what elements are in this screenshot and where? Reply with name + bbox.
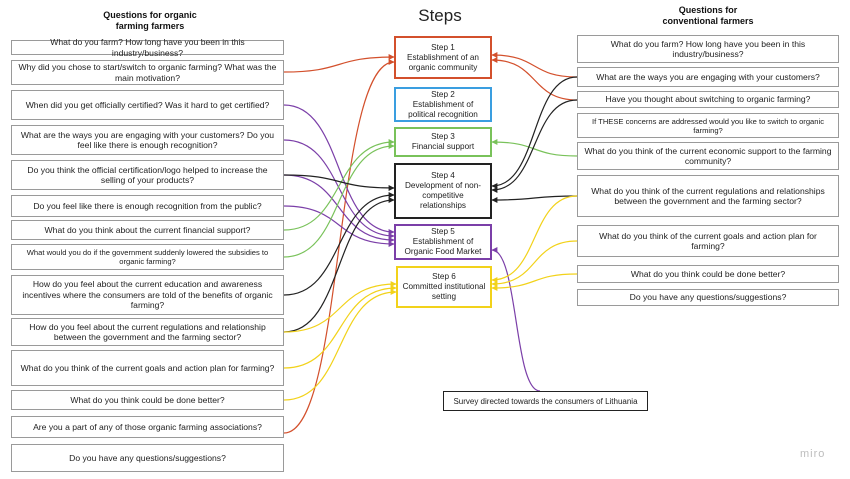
- right-question-5[interactable]: What do you think of the current economi…: [577, 142, 839, 170]
- left-question-5[interactable]: Do you think the official certification/…: [11, 160, 284, 190]
- steps-title: Steps: [418, 6, 462, 25]
- step-6-box[interactable]: Step 6 Committed institutional setting: [396, 266, 492, 308]
- connector-yellow-19: [283, 285, 397, 369]
- left-question-3[interactable]: When did you get officially certified? W…: [11, 90, 284, 120]
- left-question-8[interactable]: What would you do if the government sudd…: [11, 244, 284, 270]
- connector-black-17: [491, 195, 578, 203]
- connector-yellow-20: [283, 289, 397, 401]
- connector-purple-6: [283, 174, 395, 243]
- connector-red-2: [491, 52, 578, 78]
- miro-logo: miro: [800, 448, 826, 460]
- connector-yellow-18: [283, 281, 397, 333]
- connector-red-0: [283, 54, 395, 73]
- right-question-1[interactable]: What do you farm? How long have you been…: [577, 35, 839, 63]
- left-question-2[interactable]: Why did you chose to start/switch to org…: [11, 60, 284, 85]
- right-question-3[interactable]: Have you thought about switching to orga…: [577, 91, 839, 108]
- connector-black-15: [491, 76, 578, 189]
- right-question-4[interactable]: If THESE concerns are addressed would yo…: [577, 113, 839, 138]
- survey-box[interactable]: Survey directed towards the consumers of…: [443, 391, 648, 411]
- connector-black-14: [283, 197, 395, 333]
- connector-green-9: [283, 139, 395, 231]
- connector-purple-4: [283, 104, 395, 235]
- step-1-box[interactable]: Step 1 Establishment of an organic commu…: [394, 36, 492, 79]
- left-question-12[interactable]: What do you think could be done better?: [11, 390, 284, 410]
- right-question-6[interactable]: What do you think of the current regulat…: [577, 175, 839, 217]
- connector-purple-5: [283, 139, 395, 239]
- connector-black-12: [283, 174, 395, 191]
- connector-yellow-21: [491, 195, 578, 283]
- right-question-7[interactable]: What do you think of the current goals a…: [577, 225, 839, 257]
- connector-black-13: [283, 192, 395, 296]
- connector-black-16: [491, 99, 578, 193]
- left-question-6[interactable]: Do you feel like there is enough recogni…: [11, 195, 284, 217]
- step-2-box[interactable]: Step 2 Establishment of political recogn…: [394, 87, 492, 122]
- connector-green-10: [283, 143, 395, 258]
- connector-green-11: [491, 139, 578, 157]
- left-question-1[interactable]: What do you farm? How long have you been…: [11, 37, 284, 58]
- right-heading: Questions for conventional farmers: [662, 5, 754, 26]
- connector-yellow-22: [491, 240, 578, 287]
- left-question-13[interactable]: Are you a part of any of those organic f…: [11, 416, 284, 438]
- step-5-box[interactable]: Step 5 Establishment of Organic Food Mar…: [394, 224, 492, 260]
- connector-purple-7: [283, 205, 395, 247]
- left-question-9[interactable]: How do you feel about the current educat…: [11, 275, 284, 315]
- step-4-box[interactable]: Step 4 Development of non- competitive r…: [394, 163, 492, 219]
- right-question-8[interactable]: What do you think could be done better?: [577, 265, 839, 283]
- left-question-7[interactable]: What do you think about the current fina…: [11, 220, 284, 240]
- connector-red-1: [283, 59, 395, 434]
- left-question-14[interactable]: Do you have any questions/suggestions?: [11, 444, 284, 472]
- left-question-11[interactable]: What do you think of the current goals a…: [11, 350, 284, 386]
- connector-purple-8: [491, 247, 541, 392]
- connector-red-3: [491, 57, 578, 101]
- connector-yellow-23: [491, 273, 578, 291]
- right-question-2[interactable]: What are the ways you are engaging with …: [577, 67, 839, 87]
- step-3-box[interactable]: Step 3 Financial support: [394, 127, 492, 157]
- left-heading: Questions for organic farming farmers: [103, 10, 197, 31]
- left-question-10[interactable]: How do you feel about the current regula…: [11, 318, 284, 346]
- left-question-4[interactable]: What are the ways you are engaging with …: [11, 125, 284, 155]
- right-question-9[interactable]: Do you have any questions/suggestions?: [577, 289, 839, 306]
